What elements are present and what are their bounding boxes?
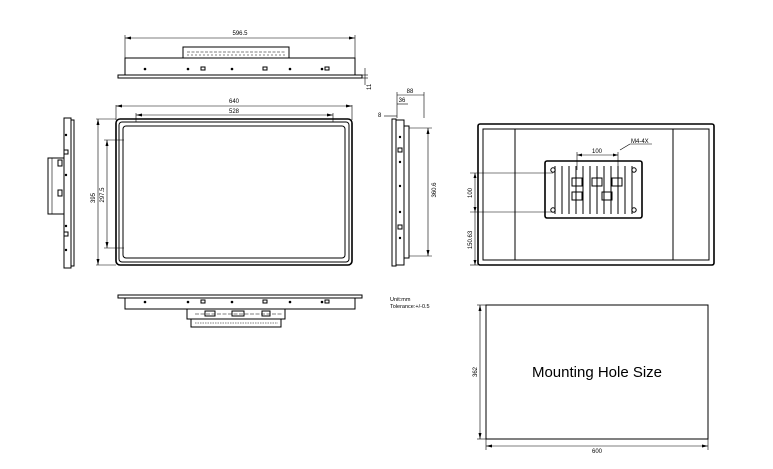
dim-top-height: 11 [367,83,373,90]
top-screw-marks [143,66,330,71]
rear-view: 100 M4-4X [468,123,715,266]
dim-side-height: 360.6 [432,182,438,198]
right-side-view: 88 36 8 360.6 [378,89,438,267]
dim-vesa-screw: M4-4X [631,139,649,145]
dim-top-width: 596.5 [232,31,248,37]
cutout-label: Mounting Hole Size [532,364,662,381]
dim-side-bezel: 8 [378,113,382,119]
dim-side-depth-mid: 36 [399,98,406,104]
vesa-holes [550,167,637,213]
dim-vesa-width: 100 [592,149,603,155]
dim-front-inner-width: 528 [229,109,240,115]
tolerance-note: Tolerance:+/-0.5 [390,304,430,310]
mounting-cutout: Mounting Hole Size 362 600 [473,304,709,455]
notes: Unit:mm Tolerance:+/-0.5 [390,297,430,310]
bottom-ports [195,310,282,324]
dim-cutout-width: 600 [592,449,603,455]
dim-vesa-height: 100 [468,187,474,198]
left-side-view [47,117,75,269]
dim-vesa-offset: 150.63 [468,230,474,249]
dim-front-height: 395 [91,192,97,203]
bottom-view [117,294,363,328]
unit-note: Unit:mm [390,297,411,303]
dim-cutout-height: 362 [473,366,479,377]
heatsink-fins [554,166,633,214]
dim-front-width: 640 [229,99,240,105]
front-view: 640 528 395 297.5 [91,99,353,266]
top-view: 596.5 11 [117,31,373,90]
dim-side-depth-total: 88 [407,89,414,95]
top-connector-ports [187,51,285,56]
dim-front-inner-height: 297.5 [100,187,106,203]
